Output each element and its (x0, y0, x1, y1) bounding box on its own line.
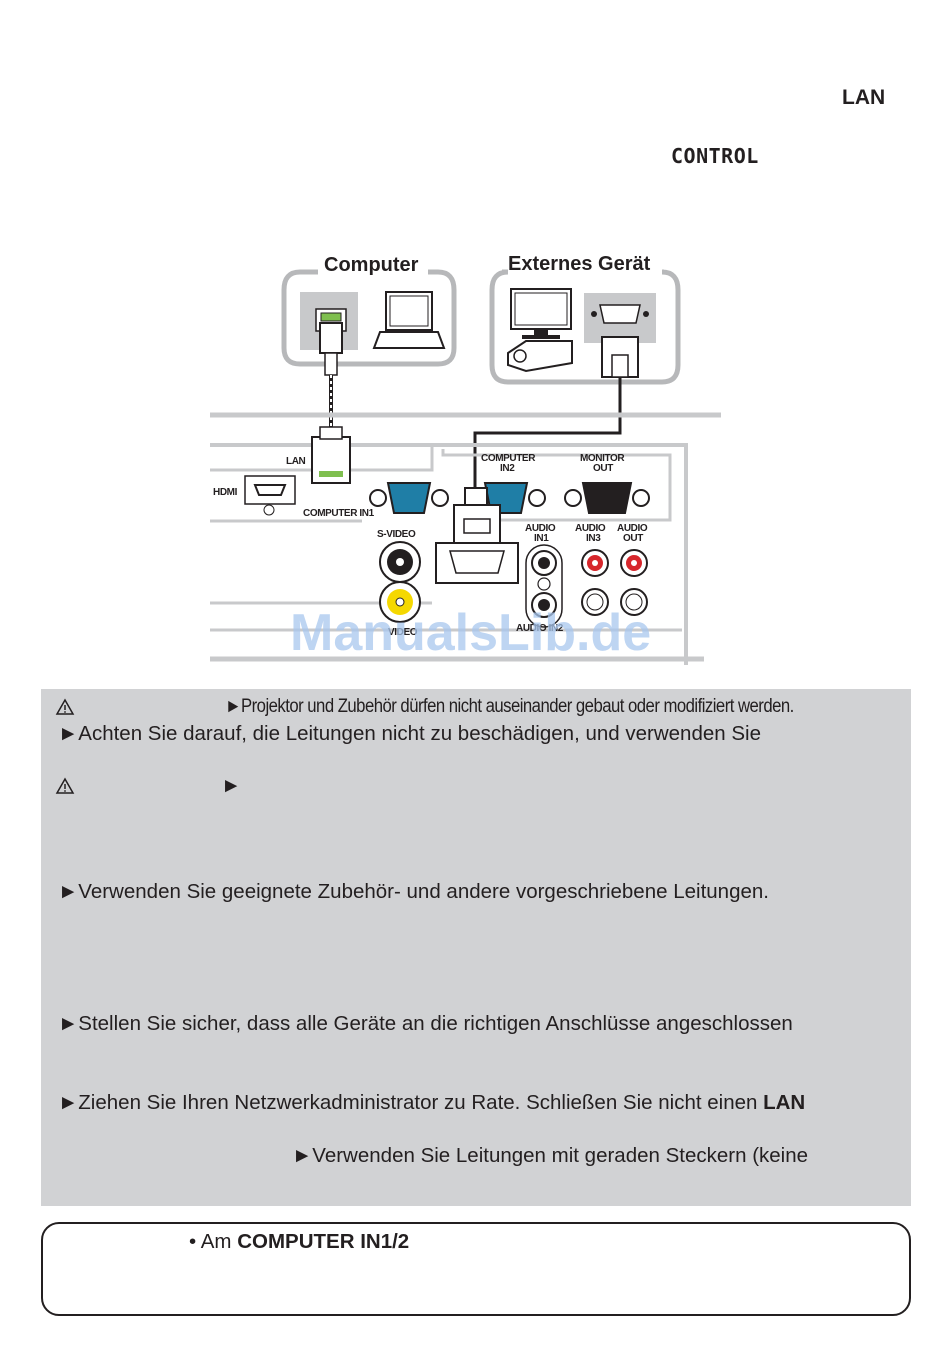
lan-heading: LAN (842, 86, 886, 109)
warning-line-5: ►Ziehen Sie Ihren Netzwerkadministrator … (58, 1091, 805, 1115)
lan-port-label: LAN (286, 456, 306, 467)
audio-out-port (620, 549, 648, 616)
audio-in3-label-2: IN3 (586, 533, 601, 544)
control-heading: CONTROL (671, 144, 759, 168)
warning-line-4: ►Stellen Sie sicher, dass alle Geräte an… (58, 1012, 793, 1035)
lan-plug-top (319, 322, 343, 354)
computer-in1-label: COMPUTER IN1 (303, 508, 375, 519)
audio-in1-label-2: IN1 (534, 533, 549, 544)
hdmi-port-label: HDMI (213, 487, 238, 498)
audio-in1-port (525, 544, 563, 628)
warning-line-5-text: ►Ziehen Sie Ihren Netzwerkadministrator … (58, 1091, 764, 1114)
note-line: • Am COMPUTER IN1/2 (189, 1230, 409, 1254)
video-label: VIDEO (388, 627, 418, 638)
warning-box (41, 689, 911, 1206)
computer-in2-label-1: COMPUTER (481, 453, 536, 464)
connection-diagram: Computer Externes Gerät (210, 253, 721, 665)
monitor-out-label-1: MONITOR (580, 453, 625, 464)
warning-triangle-icon (55, 698, 75, 715)
caution-triangle-icon (55, 777, 75, 794)
audio-in3-label-1: AUDIO (575, 523, 606, 534)
projector-icon (507, 340, 573, 373)
computer-in1-port (369, 482, 449, 514)
vga-plug-inserted (435, 487, 519, 584)
audio-in3-port (581, 549, 609, 616)
lan-plug (311, 436, 351, 484)
watermark: ManualsLib.de (290, 604, 651, 662)
external-device-group: Externes Gerät (489, 253, 681, 385)
cables (329, 375, 622, 492)
monitor-out-label-2: OUT (593, 463, 613, 474)
warning-line-1: ►Projektor und Zubehör dürfen nicht ause… (225, 696, 794, 717)
monitor-out-port (564, 482, 650, 514)
note-box (41, 1222, 911, 1316)
video-port (379, 581, 421, 623)
note-computer-in: COMPUTER IN1/2 (237, 1230, 410, 1253)
caution-arrow: ► (221, 774, 242, 797)
computer-label: Computer (324, 254, 419, 276)
warning-line-2: ►Achten Sie darauf, die Leitungen nicht … (58, 722, 761, 745)
warning-line-3: ►Verwenden Sie geeignete Zubehör- und an… (58, 880, 769, 903)
monitor-icon (510, 288, 572, 339)
warning-line-6: ►Verwenden Sie Leitungen mit geraden Ste… (292, 1144, 809, 1167)
audio-out-label-1: AUDIO (617, 523, 648, 534)
warning-line-5-lan: LAN (763, 1091, 806, 1114)
s-video-port (379, 541, 421, 583)
laptop-icon (372, 291, 446, 349)
external-device-label: Externes Gerät (508, 253, 651, 275)
audio-in1-label-1: AUDIO (525, 523, 556, 534)
note-prefix: • Am (189, 1230, 238, 1253)
audio-in2-label: AUDIO IN2 (516, 623, 564, 634)
computer-in2-label-2: IN2 (500, 463, 515, 474)
s-video-label: S-VIDEO (377, 529, 416, 540)
projector-panel: LAN HDMI COMPUTER IN1 COMPUTER IN2 MONIT… (210, 412, 721, 665)
computer-group: Computer (281, 254, 457, 376)
audio-out-label-2: OUT (623, 533, 643, 544)
